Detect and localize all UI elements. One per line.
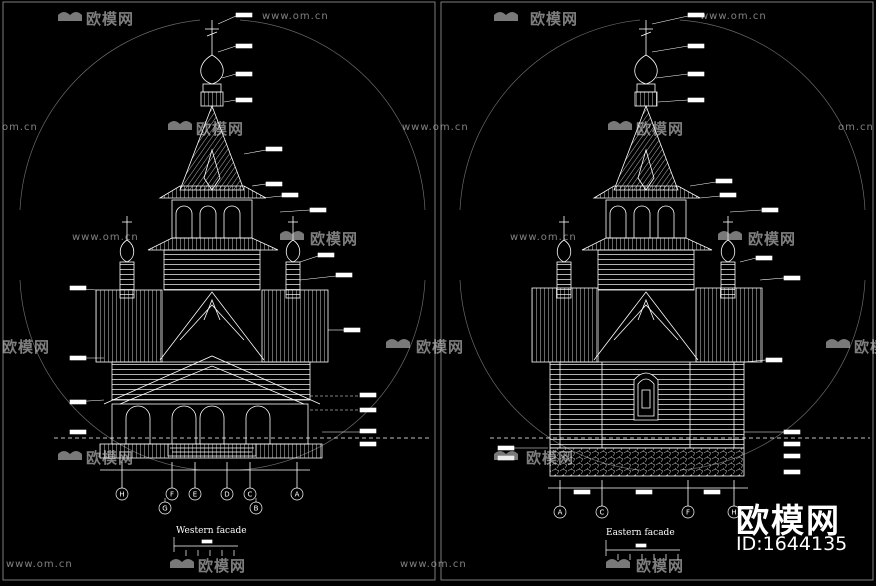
watermark-url: www.om.cn [510,232,577,243]
eastern-facade-title: Eastern facade [606,528,675,538]
watermark-brand: 欧模网 [526,449,575,467]
watermark-url: om.cn [2,122,38,133]
watermark-url: www.om.cn [72,232,139,243]
watermark-brand: 欧模网 [636,557,685,575]
watermark-url: www.om.cn [262,11,329,22]
grid-axis-bubble: C [595,505,609,519]
svg-text:G: G [162,505,167,513]
grid-axis-bubble: A [553,505,567,519]
grid-axis-bubble: A [290,487,304,501]
western-scale-bar [173,537,238,556]
svg-text:H: H [731,509,736,517]
watermark-brand: 欧模网 [748,230,797,248]
western-facade [54,20,430,488]
eastern-scale-bar [605,540,680,560]
svg-text:F: F [170,491,174,499]
svg-text:C: C [248,491,253,499]
watermark-brand: 欧模网 [198,557,247,575]
eastern-facade [490,20,870,506]
western-facade-title: Western facade [176,526,247,536]
watermark-url: www.om.cn [400,559,467,570]
watermark-brand: 欧模网 [416,338,465,356]
watermark-logo-icons [58,12,850,568]
grid-axis-bubble: F [165,487,179,501]
right-sheet-frame [440,1,874,581]
watermark-url: www.om.cn [6,559,73,570]
svg-text:A: A [558,509,563,517]
grid-axis-bubble: G [158,501,172,515]
grid-axis-bubble: F [681,505,695,519]
eastern-grid-axes: A C F H [553,505,741,519]
grid-axis-bubble: D [220,487,234,501]
watermark-brand: 欧模网 [86,10,135,28]
watermark-brand: 欧模网 [2,338,51,356]
watermark-url: www.om.cn [402,122,469,133]
watermark-brand: 欧模网 [854,338,876,356]
svg-text:C: C [600,509,605,517]
grid-axis-bubble: C [243,487,257,501]
watermark-brand: 欧模网 [310,230,359,248]
model-id: ID:1644135 [736,533,848,555]
watermark-brand: 欧模网 [636,120,685,138]
svg-text:D: D [224,491,229,499]
grid-axis-bubble: E [188,487,202,501]
svg-text:B: B [254,505,259,513]
left-sheet-frame [2,1,436,581]
watermark-brand: 欧模网 [196,120,245,138]
svg-text:H: H [119,491,124,499]
svg-text:A: A [295,491,300,499]
western-grid-axes: H F E D C A G B [115,487,304,515]
svg-text:F: F [686,509,690,517]
grid-axis-bubble: B [249,501,263,515]
grid-axis-bubble: H [115,487,129,501]
grid-axis-bubble: H [727,505,741,519]
brand-stamp: 欧模网 [736,501,841,540]
western-annotations [69,12,377,447]
svg-text:E: E [193,491,197,499]
watermark-url: om.cn [838,122,874,133]
watermark-url: www.om.cn [700,11,767,22]
watermark-brand: 欧模网 [530,10,579,28]
watermark-brand: 欧模网 [86,449,135,467]
